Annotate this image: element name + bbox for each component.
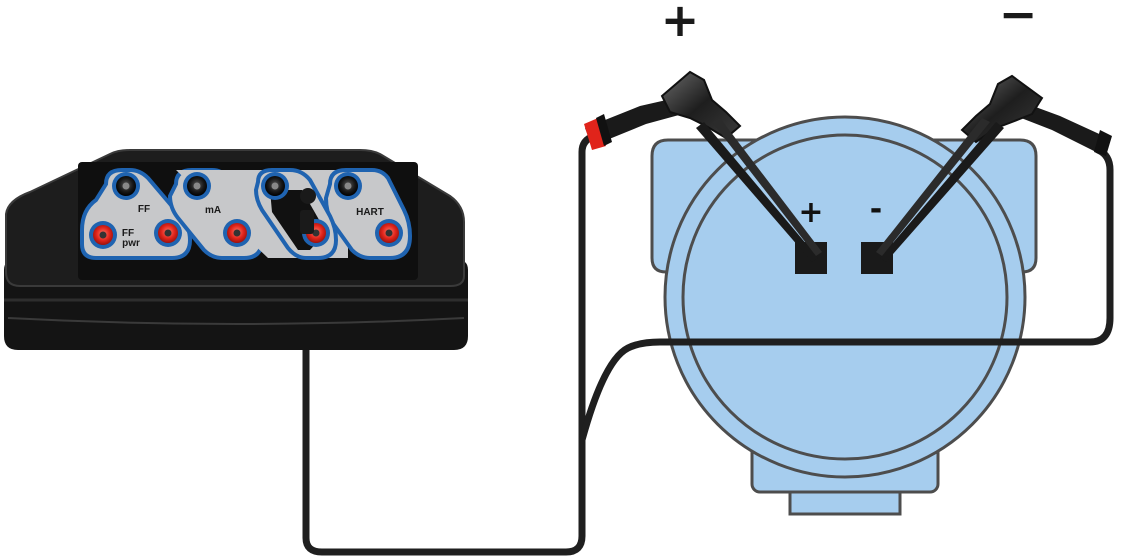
negative-clip-label: − [999, 0, 1038, 41]
terminal-positive-label: + [798, 195, 823, 230]
port-label-ffpwr-1: FF [122, 228, 134, 239]
wire-negative [578, 146, 1114, 444]
port-label-hart: HART [356, 207, 384, 218]
transmitter-cover-ring [681, 133, 1009, 461]
port-label-ma: mA [205, 205, 221, 216]
terminal-negative-label: - [870, 192, 882, 227]
negative-test-clip[interactable] [876, 74, 1112, 262]
transmitter-body [663, 115, 1027, 479]
wires [302, 132, 1114, 556]
port-label-ffpwr-2: pwr [122, 238, 140, 249]
positive-clip-label: + [661, 0, 700, 47]
wire-positive [302, 132, 598, 556]
field-communicator: FF FF pwr mA HART [4, 149, 468, 350]
positive-test-clip[interactable] [584, 70, 822, 262]
transmitter: + - [650, 115, 1038, 516]
port-label-ff: FF [138, 204, 150, 215]
device-plug [300, 210, 314, 234]
